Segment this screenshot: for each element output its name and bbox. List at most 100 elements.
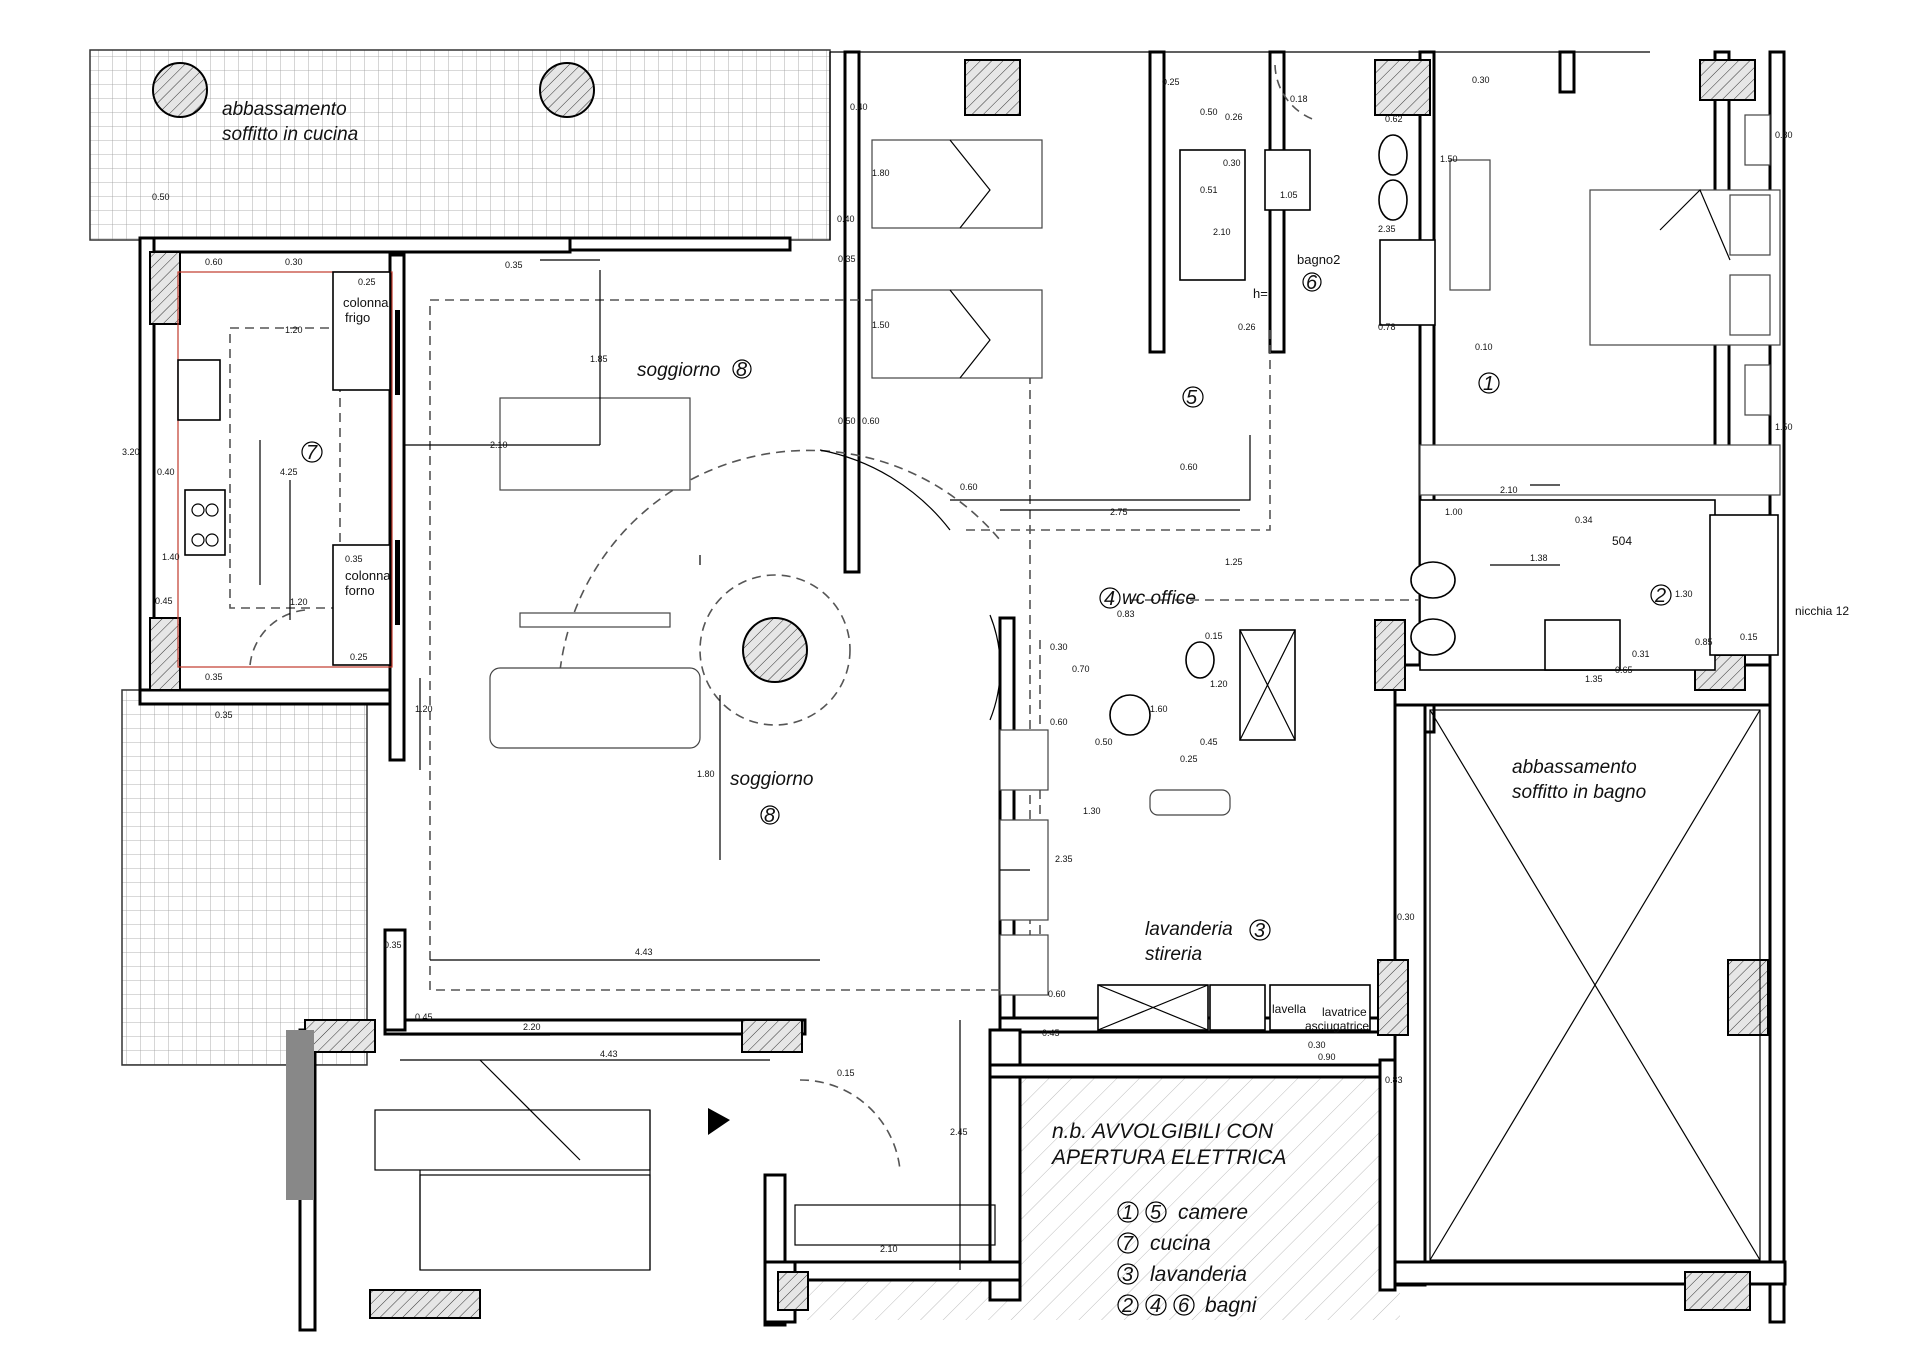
- label-lavella: lavella: [1272, 1002, 1306, 1016]
- legend-1-num-0: 7: [1122, 1233, 1134, 1255]
- dim-label: 1.50: [1775, 422, 1793, 432]
- note-cucina-1: abbassamento: [222, 99, 347, 120]
- dim-label: 1.80: [697, 769, 715, 779]
- note-bagno-1: abbassamento: [1512, 757, 1637, 778]
- label-bath-2: 2: [1654, 585, 1666, 607]
- dim-label: 0.50: [838, 416, 856, 426]
- dim-label: 0.62: [1385, 114, 1403, 124]
- kitchen-fixtures: [177, 271, 400, 666]
- dim-label: 1.60: [1150, 704, 1168, 714]
- dim-label: 1.38: [1530, 553, 1548, 563]
- legend-3-num-0: 2: [1121, 1295, 1133, 1317]
- label-lavanderia: lavanderia: [1145, 919, 1233, 940]
- dim-label: 0.50: [1095, 737, 1113, 747]
- living-furniture: [489, 397, 1049, 996]
- label-lavatrice-2: asciugatrice: [1305, 1019, 1369, 1033]
- dim-label: 0.60: [1050, 717, 1068, 727]
- dim-label: 2.45: [950, 1127, 968, 1137]
- legend-0-label: camere: [1178, 1201, 1248, 1224]
- dim-label: 0.15: [1205, 631, 1223, 641]
- door-arcs: [249, 64, 1316, 1171]
- dim-label: 0.25: [1162, 77, 1180, 87]
- dim-label: 2.35: [1055, 854, 1073, 864]
- dim-label: 0.10: [1475, 342, 1493, 352]
- label-soggiorno-mid: soggiorno: [730, 769, 813, 790]
- dim-label: 4.43: [600, 1049, 618, 1059]
- dim-label: 0.30: [1397, 912, 1415, 922]
- note-avvolgibili-1: n.b. AVVOLGIBILI CON: [1052, 1120, 1274, 1143]
- staircase: [286, 1030, 996, 1271]
- structural-columns: [149, 59, 1769, 1319]
- bathroom-fixtures: [1109, 134, 1779, 741]
- dim-label: 0.35: [215, 710, 233, 720]
- dim-label: 0.45: [415, 1012, 433, 1022]
- dim-label: 0.35: [505, 260, 523, 270]
- label-colonna-frigo-1: colonna: [343, 295, 389, 310]
- dim-label: 1.20: [290, 597, 308, 607]
- dim-label: 4.25: [280, 467, 298, 477]
- dim-label: 1.50: [1440, 154, 1458, 164]
- label-soggiorno-top: soggiorno: [637, 360, 720, 381]
- dim-label: 0.26: [1225, 112, 1243, 122]
- note-bagno-2: soffitto in bagno: [1512, 782, 1646, 803]
- legend-0-num-1: 5: [1150, 1202, 1162, 1224]
- dim-label: 2.10: [1213, 227, 1231, 237]
- dim-label: 0.45: [1042, 1028, 1060, 1038]
- dim-label: 1.50: [872, 320, 890, 330]
- dim-label: 2.20: [523, 1022, 541, 1032]
- dim-label: 3.20: [122, 447, 140, 457]
- dim-label: 1.25: [1225, 557, 1243, 567]
- bedroom-5: [871, 139, 1251, 501]
- dim-label: 0.50: [152, 192, 170, 202]
- dim-label: 1.20: [285, 325, 303, 335]
- room-labels: soggiorno 8 soggiorno 8 4 wc office bagn…: [301, 252, 1849, 1033]
- dim-label: 0.25: [350, 652, 368, 662]
- dim-label: 0.30: [1223, 158, 1241, 168]
- terrace-top: [89, 49, 831, 241]
- label-lavatrice-1: lavatrice: [1322, 1005, 1367, 1019]
- dim-label: 0.83: [1385, 1075, 1403, 1085]
- dim-label: 1.20: [1210, 679, 1228, 689]
- legend-3-num-2: 6: [1178, 1295, 1190, 1317]
- dim-label: 0.40: [157, 467, 175, 477]
- dimension-labels: 0.50 0.60 0.30 0.25 1.20 0.35 1.85 3.20 …: [122, 75, 1793, 1254]
- dim-label: 4.43: [635, 947, 653, 957]
- dim-label: 1.20: [415, 704, 433, 714]
- dim-label: 1.05: [1280, 190, 1298, 200]
- dim-label: 0.51: [1200, 185, 1218, 195]
- legend-1-label: cucina: [1150, 1232, 1211, 1255]
- label-colonna-frigo-2: frigo: [345, 310, 370, 325]
- dim-label: 0.25: [1180, 754, 1198, 764]
- label-soggiorno-top-num: 8: [736, 359, 747, 381]
- dim-label: 0.35: [384, 940, 402, 950]
- dim-label: 0.25: [358, 277, 376, 287]
- dim-label: 0.30: [1308, 1040, 1326, 1050]
- dim-label: 2.75: [1110, 507, 1128, 517]
- dim-label: 0.26: [1238, 322, 1256, 332]
- terrace-left: [121, 689, 368, 1066]
- notes: abbassamento soffitto in cucina abbassam…: [222, 99, 1646, 1169]
- dim-label: 0.60: [960, 482, 978, 492]
- dimension-lines: [259, 259, 1620, 1270]
- dim-label: 0.30: [1050, 642, 1068, 652]
- label-wc-num: 4: [1104, 588, 1115, 610]
- dim-label: 0.50: [1200, 107, 1218, 117]
- legend: 1 5 camere 7 cucina 3 lavanderia 2 4 6 b…: [1117, 1201, 1258, 1317]
- dim-label: 0.60: [1180, 462, 1198, 472]
- label-soggiorno-mid-num: 8: [764, 805, 775, 827]
- legend-3-label: bagni: [1205, 1294, 1258, 1317]
- walls: [138, 50, 1787, 1332]
- dim-label: 0.35: [345, 554, 363, 564]
- dim-label: 1.40: [162, 552, 180, 562]
- label-bagno2-num: 6: [1306, 272, 1318, 294]
- dim-label: 0.60: [862, 416, 880, 426]
- bedroom-1: [1419, 114, 1781, 496]
- label-hmark: h=: [1253, 286, 1268, 301]
- label-lavanderia-num: 3: [1254, 920, 1265, 942]
- label-colonna-forno-2: forno: [345, 583, 375, 598]
- label-kitchen: 7: [306, 442, 318, 464]
- dim-label: 0.31: [1632, 649, 1650, 659]
- kitchen-outline: [177, 271, 393, 668]
- dim-label: 1.00: [1445, 507, 1463, 517]
- label-bagno2: bagno2: [1297, 252, 1340, 267]
